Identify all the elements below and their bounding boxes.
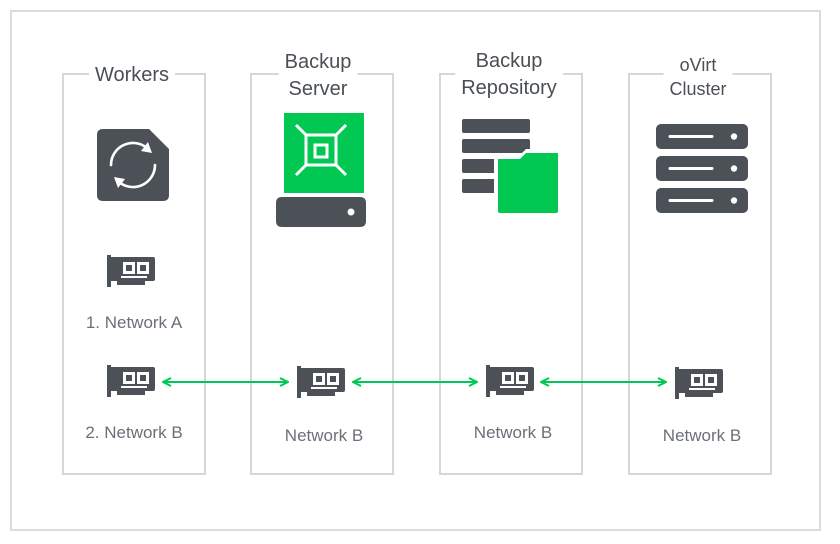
backup-server-title: Backup Server <box>278 49 358 103</box>
worker-vm-icon <box>97 129 169 201</box>
veeam-backup-server-icon <box>276 113 366 227</box>
workers-network-b-label: 2. Network B <box>85 423 183 442</box>
workers-network-a-label: 1. Network A <box>85 313 183 332</box>
workers-title: Workers <box>88 62 176 89</box>
repository-network-b-label: Network B <box>473 423 553 442</box>
server-rack-icon <box>656 124 748 213</box>
backup-repository-title: Backup Repository <box>455 48 563 102</box>
ovirt-cluster-title: oVirt Cluster <box>663 53 733 101</box>
cluster-network-b-label: Network B <box>662 426 742 445</box>
server-network-b-label: Network B <box>284 426 364 445</box>
storage-folder-icon <box>462 119 558 213</box>
diagram-frame <box>10 10 821 531</box>
